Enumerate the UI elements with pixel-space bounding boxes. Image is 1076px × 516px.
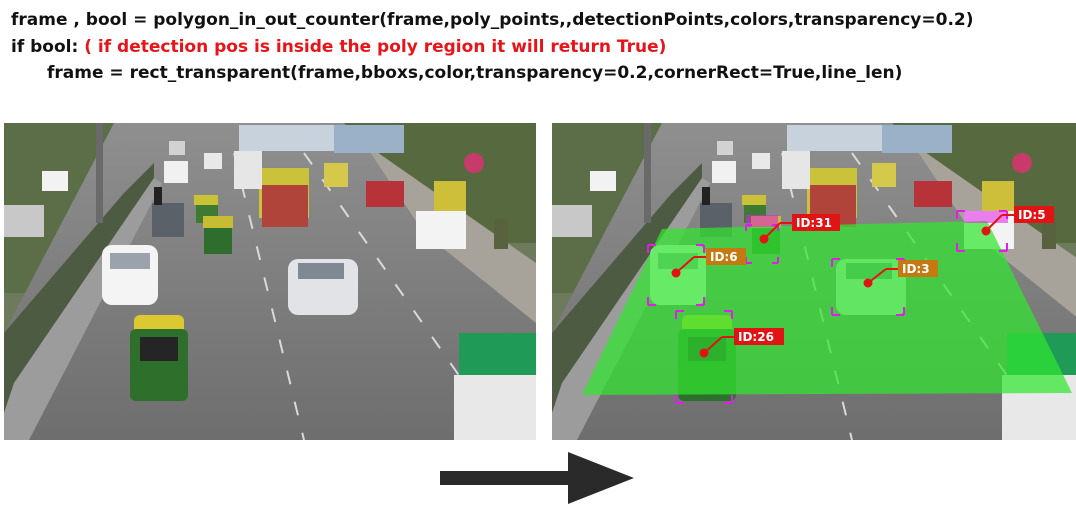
right-arrow-icon	[440, 452, 634, 504]
code-keyword: if bool:	[11, 37, 85, 57]
id-label-5: ID:5	[1014, 206, 1054, 223]
processed-frame: ID:31 ID:5 ID:6 ID:3 ID:26	[552, 123, 1076, 440]
code-line-2: if bool: ( if detection pos is inside th…	[11, 37, 666, 57]
svg-text:ID:26: ID:26	[738, 330, 774, 344]
detection-region	[582, 221, 1072, 395]
bbox-group	[647, 210, 1008, 404]
id-label-26: ID:26	[734, 328, 784, 345]
svg-text:ID:6: ID:6	[710, 250, 738, 264]
bbox-id-26	[675, 310, 733, 404]
svg-text:ID:5: ID:5	[1018, 208, 1046, 222]
svg-text:ID:3: ID:3	[902, 262, 930, 276]
bbox-id-6	[647, 244, 705, 306]
original-frame	[4, 123, 536, 440]
svg-text:ID:31: ID:31	[796, 216, 832, 230]
code-line-1: frame , bool = polygon_in_out_counter(fr…	[11, 10, 974, 30]
id-label-6: ID:6	[706, 248, 746, 265]
code-line-3: frame = rect_transparent(frame,bboxs,col…	[47, 63, 903, 83]
id-label-31: ID:31	[792, 214, 840, 231]
id-label-3: ID:3	[898, 260, 938, 277]
code-comment: ( if detection pos is inside the poly re…	[84, 37, 667, 57]
processed-frame-image: ID:31 ID:5 ID:6 ID:3 ID:26	[552, 123, 1076, 440]
original-frame-image	[4, 123, 536, 440]
